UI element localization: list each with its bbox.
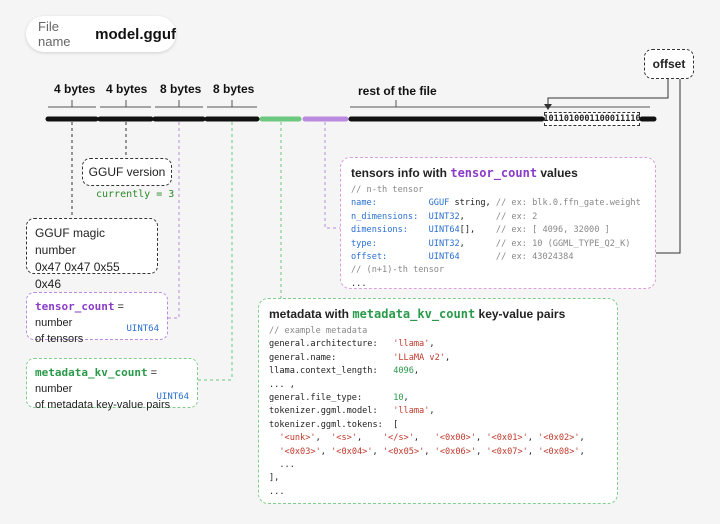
file-name-pill: File name model.gguf xyxy=(26,16,176,52)
field-kv-count-size: 8 bytes xyxy=(213,82,255,96)
kv-count-key: metadata_kv_count xyxy=(35,366,148,379)
code-line: n_dimensions: UINT32, // ex: 2 xyxy=(351,211,538,222)
code-line: llama.context_length: 4096, xyxy=(269,366,420,377)
magic-title: GGUF magic number xyxy=(35,226,106,257)
code-line: name: GGUF string, // ex: blk.0.ffn_gate… xyxy=(351,198,641,209)
version-current: currently = 3 xyxy=(96,189,175,200)
magic-number-box: GGUF magic number 0x47 0x47 0x55 0x46 G … xyxy=(26,218,158,308)
metadata-title-pre: metadata with xyxy=(269,307,353,321)
tensors-info-code: // n-th tensor name: GGUF string, // ex: … xyxy=(351,184,645,291)
kv-count-desc2: of metadata key-value pairs xyxy=(35,399,171,411)
code-line: dimensions: UINT64[], // ex: [ 4096, 320… xyxy=(351,225,610,236)
tensors-info-title-post: values xyxy=(537,166,578,180)
field-magic-size: 4 bytes xyxy=(54,82,96,96)
code-line: tokenizer.ggml.model: 'llama', xyxy=(269,406,435,417)
tensors-info-title-pre: tensors info with xyxy=(351,166,451,180)
metadata-title-post: key-value pairs xyxy=(475,307,566,321)
metadata-code: // example metadata general.architecture:… xyxy=(269,325,607,499)
metadata-title-key: metadata_kv_count xyxy=(352,307,476,321)
rest-of-file-label: rest of the file xyxy=(358,84,437,98)
code-line: '<0x03>', '<0x04>', '<0x05>', '<0x06>', … xyxy=(279,446,585,457)
tensors-info-title: tensors info with tensor_count values xyxy=(351,166,645,180)
magic-hex: 0x47 0x47 0x55 0x46 xyxy=(35,260,120,291)
field-tensor-count-size: 8 bytes xyxy=(160,82,202,96)
code-line: '<unk>', '<s>', '</s>', '<0x00>', '<0x01… xyxy=(279,433,585,444)
tensor-count-box: tensor_count = number of tensors UINT64 xyxy=(26,292,168,345)
code-line: offset: UINT64 // ex: 43024384 xyxy=(351,252,574,263)
version-box: GGUF version xyxy=(82,158,172,186)
tensor-count-desc1: = number xyxy=(35,301,124,329)
metadata-title: metadata with metadata_kv_count key-valu… xyxy=(269,307,607,321)
code-line: ... xyxy=(269,460,295,471)
tensors-info-box: tensors info with tensor_count values //… xyxy=(340,157,656,289)
tensors-info-title-key: tensor_count xyxy=(450,166,538,180)
code-line: tokenizer.ggml.tokens: [ xyxy=(269,419,399,430)
code-line: ... , xyxy=(269,379,295,390)
tensor-count-type: UINT64 xyxy=(126,324,159,334)
code-line: general.name: 'LLaMA v2', xyxy=(269,352,451,363)
metadata-box: metadata with metadata_kv_count key-valu… xyxy=(258,298,618,504)
offset-bits: 1011010001100011110 xyxy=(543,112,641,126)
tensor-count-desc2: of tensors xyxy=(35,333,84,345)
offset-box: offset xyxy=(644,49,694,79)
code-line: ], xyxy=(269,473,280,484)
code-line: ... xyxy=(351,278,367,289)
code-line: // (n+1)-th tensor xyxy=(351,265,445,276)
tensor-count-key: tensor_count xyxy=(35,300,115,313)
kv-count-type: UINT64 xyxy=(156,392,189,402)
code-line: type: UINT32, // ex: 10 (GGML_TYPE_Q2_K) xyxy=(351,238,631,249)
code-line: // example metadata xyxy=(269,326,368,336)
code-line: // n-th tensor xyxy=(351,185,424,195)
code-line: general.file_type: 10, xyxy=(269,393,409,404)
kv-count-desc1: = number xyxy=(35,367,158,395)
file-name-value: model.gguf xyxy=(95,25,176,43)
code-line: general.architecture: 'llama', xyxy=(269,339,435,350)
field-version-size: 4 bytes xyxy=(106,82,148,96)
kv-count-box: metadata_kv_count = number of metadata k… xyxy=(26,358,198,411)
code-line: ... xyxy=(269,486,285,497)
file-name-label: File name xyxy=(38,19,71,49)
